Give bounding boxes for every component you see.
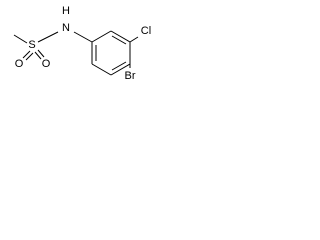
atom-labels: H N S O O Cl Br bbox=[15, 5, 151, 82]
bond-s-o-lower-b bbox=[37, 49, 45, 58]
bonds bbox=[13, 30, 139, 76]
chemical-structure: H N S O O Cl Br bbox=[13, 5, 151, 82]
atom-o-upper: O bbox=[15, 58, 24, 70]
bond-s-n bbox=[37, 31, 59, 43]
atom-o-lower: O bbox=[42, 58, 51, 70]
bond-s-o-upper-a bbox=[22, 50, 31, 59]
atom-br: Br bbox=[125, 70, 136, 82]
bond-n-c1 bbox=[73, 31, 93, 43]
bond-c4-c5 bbox=[110, 63, 131, 76]
bond-inner-c4-c5 bbox=[111, 61, 127, 71]
bond-s-o-upper-b bbox=[25, 52, 34, 61]
atom-s: S bbox=[28, 39, 35, 51]
atom-h: H bbox=[62, 5, 70, 17]
bond-methyl-s bbox=[13, 34, 28, 44]
bond-s-o-lower-a bbox=[34, 51, 42, 60]
bond-c1-c2 bbox=[91, 30, 112, 43]
bond-c3-cl bbox=[129, 36, 139, 43]
bond-c5-c6 bbox=[91, 63, 112, 76]
atom-n: N bbox=[62, 22, 70, 34]
bond-inner-c2-c3 bbox=[111, 35, 127, 45]
bond-c2-c3 bbox=[110, 30, 131, 43]
atom-cl: Cl bbox=[141, 25, 151, 37]
